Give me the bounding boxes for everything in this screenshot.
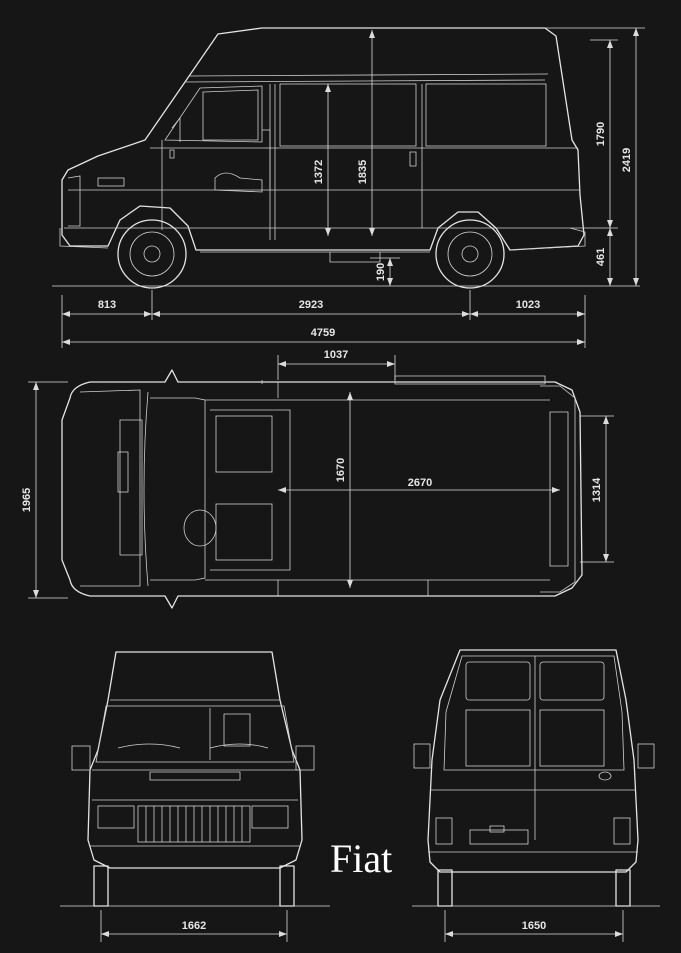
window-height-label: 1372 <box>313 160 325 184</box>
brand-logo: Fiat <box>330 836 392 881</box>
wheelbase-label: 2923 <box>299 299 323 311</box>
cargo-length-label: 2670 <box>408 477 432 489</box>
cargo-width-label: 1670 <box>335 458 347 482</box>
overall-height-label: 2419 <box>621 148 633 172</box>
front-overhang-label: 813 <box>98 299 116 311</box>
side-view <box>52 27 640 289</box>
top-view <box>61 369 583 609</box>
top-dimensions: 1965 1037 1670 2670 1314 <box>21 349 614 599</box>
rear-dimensions: 1650 <box>444 910 624 942</box>
rear-overhang-label: 1023 <box>516 299 540 311</box>
side-dimensions: 813 2923 1023 4759 1790 2419 461 1372 18… <box>61 27 645 348</box>
overall-width-label: 1965 <box>21 488 33 512</box>
front-dimensions: 1662 <box>100 910 288 942</box>
interior-height-label: 1835 <box>357 160 369 184</box>
overall-length-label: 4759 <box>311 327 335 339</box>
rear-opening-label: 1314 <box>591 477 603 502</box>
rear-track-label: 1650 <box>522 920 546 932</box>
door-opening-label: 1037 <box>324 349 348 361</box>
front-view <box>60 651 330 907</box>
front-track-label: 1662 <box>182 920 206 932</box>
floor-height-label: 461 <box>595 248 607 266</box>
ground-clearance-label: 190 <box>375 263 387 281</box>
roof-height-label: 1790 <box>595 122 607 146</box>
rear-view <box>412 649 660 907</box>
